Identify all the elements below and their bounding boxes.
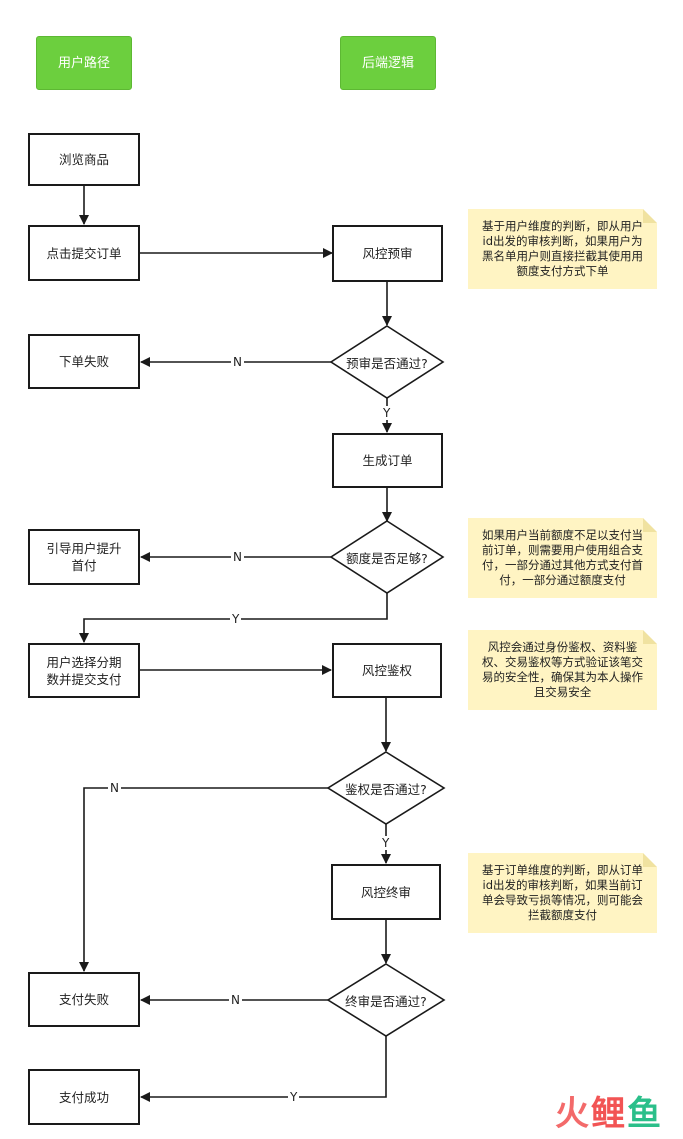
- node-risk-pre-review-text: 风控预审: [362, 246, 413, 261]
- edge-label-n-enough: N: [231, 550, 244, 564]
- decision-diamond-auth: [326, 751, 446, 825]
- edge-label-n-auth: N: [108, 781, 121, 795]
- node-browse-goods-text: 浏览商品: [58, 152, 109, 167]
- node-order-fail-text: 下单失败: [58, 354, 109, 369]
- decision-diamond-pre: [329, 325, 445, 399]
- node-guide-down-payment: 引导用户提升 首付: [28, 529, 140, 585]
- lane-header-user-path: 用户路径: [36, 36, 132, 90]
- edge-label-y-auth: Y: [380, 836, 392, 850]
- decision-enough-label: 额度是否足够?: [346, 550, 428, 566]
- decision-pre-pass-label: 预审是否通过?: [346, 355, 428, 371]
- edge-label-n-final: N: [229, 993, 242, 1007]
- logo-char-2: 鲤: [591, 1094, 627, 1134]
- node-risk-pre-review: 风控预审: [332, 225, 443, 282]
- node-risk-auth-text: 风控鉴权: [361, 663, 412, 678]
- node-risk-final-review-text: 风控终审: [360, 884, 411, 900]
- edge-label-n-pre: N: [231, 355, 244, 369]
- watermark-logo: 火 鲤 鱼: [555, 1086, 663, 1135]
- note-auth-text: 风控会通过身份鉴权、资料鉴权、交易鉴权等方式验证该笔交易的安全性，确保其为本人操…: [482, 640, 643, 699]
- note-auth: 风控会通过身份鉴权、资料鉴权、交易鉴权等方式验证该笔交易的安全性，确保其为本人操…: [468, 630, 657, 710]
- decision-final-pass-label: 终审是否通过?: [345, 993, 427, 1009]
- node-pay-fail-text: 支付失败: [58, 992, 109, 1007]
- lane-header-backend-logic: 后端逻辑: [340, 36, 436, 90]
- node-select-installment: 用户选择分期 数并提交支付: [28, 643, 140, 698]
- note-fold-corner: [643, 209, 657, 223]
- decision-auth-pass-label: 鉴权是否通过?: [345, 781, 427, 797]
- lane-header-backend-logic-text: 后端逻辑: [361, 55, 414, 71]
- decision-diamond-final: [326, 963, 446, 1037]
- node-create-order: 生成订单: [332, 433, 443, 488]
- edge-label-y-final: Y: [288, 1090, 300, 1104]
- note-pre-review-text: 基于用户维度的判断，即从用户id出发的审核判断，如果用户为黑名单用户则直接拦截其…: [482, 219, 643, 278]
- node-risk-final-review: 风控终审: [331, 864, 441, 920]
- note-fold-corner: [643, 630, 657, 644]
- node-pay-success-text: 支付成功: [58, 1089, 109, 1105]
- node-order-fail: 下单失败: [28, 334, 140, 389]
- logo-char-1: 火: [555, 1094, 591, 1134]
- node-guide-line1: 引导用户提升: [46, 541, 122, 556]
- note-final-review-text: 基于订单维度的判断，即从订单id出发的审核判断，如果当前订单会导致亏损等情况，则…: [482, 863, 643, 922]
- note-final-review: 基于订单维度的判断，即从订单id出发的审核判断，如果当前订单会导致亏损等情况，则…: [468, 853, 657, 933]
- note-quota: 如果用户当前额度不足以支付当前订单，则需要用户使用组合支付，一部分通过其他方式支…: [468, 518, 657, 598]
- edge-label-y-enough: Y: [230, 612, 242, 626]
- note-fold-corner: [643, 518, 657, 532]
- node-select-line2: 数并提交支付: [46, 671, 122, 687]
- node-guide-line2: 首付: [71, 558, 97, 573]
- node-submit-order-text: 点击提交订单: [46, 245, 122, 261]
- logo-char-3: 鱼: [627, 1094, 663, 1134]
- node-create-order-text: 生成订单: [362, 453, 413, 468]
- edge-d3-payfail: [79, 787, 328, 972]
- node-pay-fail: 支付失败: [28, 972, 140, 1027]
- note-pre-review: 基于用户维度的判断，即从用户id出发的审核判断，如果用户为黑名单用户则直接拦截其…: [468, 209, 657, 289]
- lane-header-user-path-text: 用户路径: [57, 55, 110, 71]
- note-fold-corner: [643, 853, 657, 867]
- node-browse-goods: 浏览商品: [28, 133, 140, 186]
- decision-diamond-enough: [329, 520, 445, 594]
- edge-label-y-pre: Y: [381, 406, 393, 420]
- edge-d4-paysuccess: [140, 1036, 387, 1102]
- node-select-line1: 用户选择分期: [46, 654, 122, 670]
- node-pay-success: 支付成功: [28, 1069, 140, 1125]
- node-risk-auth: 风控鉴权: [332, 643, 442, 698]
- note-quota-text: 如果用户当前额度不足以支付当前订单，则需要用户使用组合支付，一部分通过其他方式支…: [482, 528, 643, 587]
- node-submit-order: 点击提交订单: [28, 225, 140, 281]
